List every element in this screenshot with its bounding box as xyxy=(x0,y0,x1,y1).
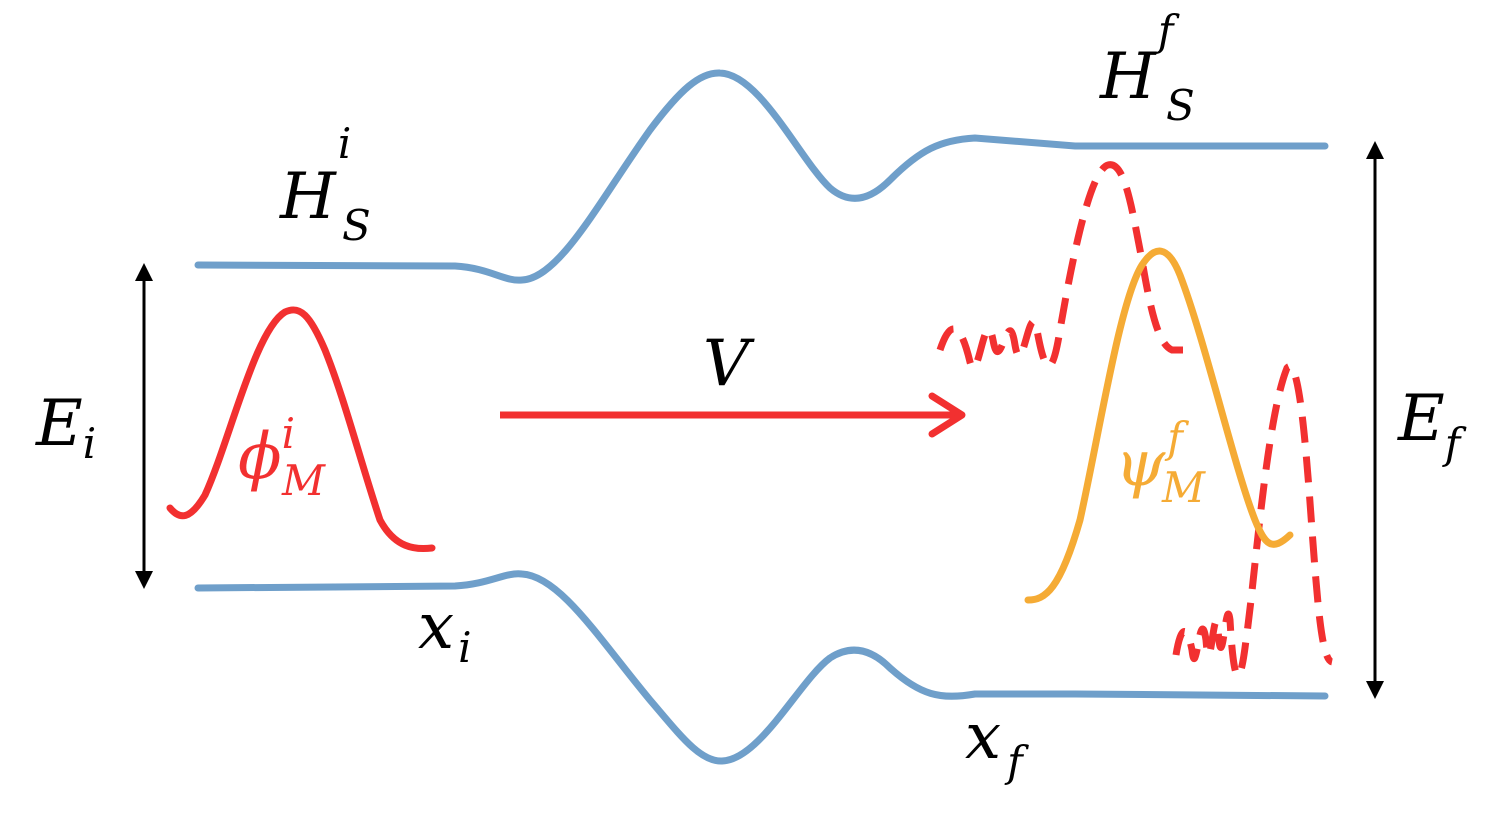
lower-boundary-curve xyxy=(194,570,1329,765)
scattered-wavefunction-upper xyxy=(936,161,1183,371)
final-wavefunction xyxy=(1024,247,1294,604)
upper-boundary-curve xyxy=(194,69,1329,284)
label-E-initial: Ei xyxy=(35,387,96,468)
v-arrow-head xyxy=(928,392,966,438)
initial-wavefunction xyxy=(166,306,436,552)
label-E-final: Ef xyxy=(1397,382,1467,468)
label-V: V xyxy=(703,327,755,401)
scattered-wavefunction-lower xyxy=(1172,363,1334,679)
label-x-initial: xi xyxy=(418,590,472,672)
